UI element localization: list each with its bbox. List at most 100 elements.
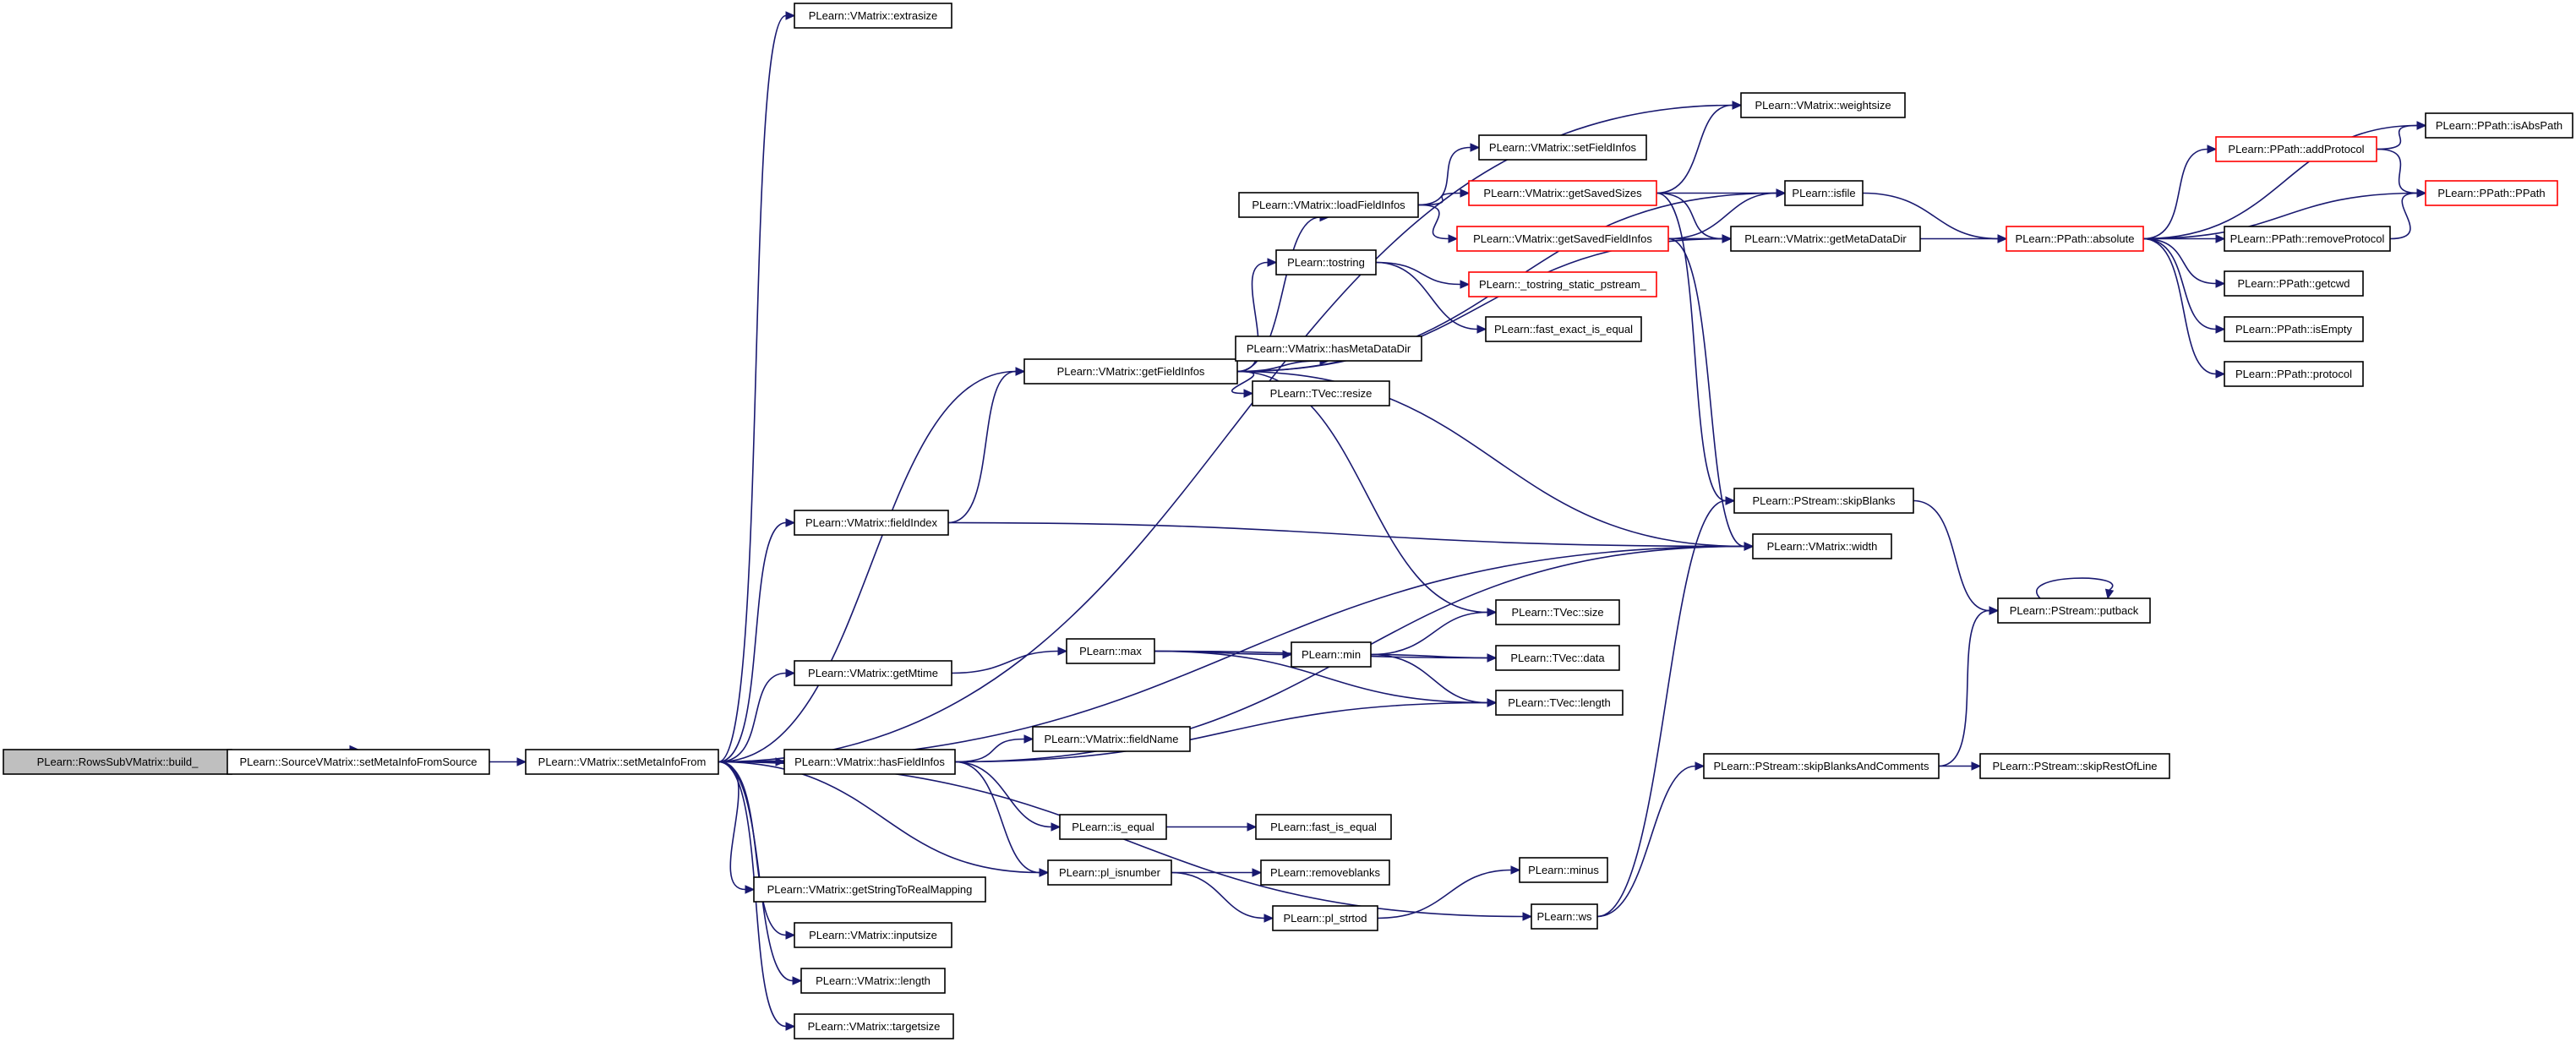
node-box [1485, 316, 1642, 342]
edge-line [2376, 124, 2418, 150]
node-label: PLearn::VMatrix::fieldIndex [805, 516, 938, 529]
node-box [525, 749, 719, 775]
node-absolute[interactable]: PLearn::PPath::absolute [2006, 226, 2144, 252]
node-targetsize[interactable]: PLearn::VMatrix::targetsize [794, 1013, 954, 1039]
node-box [1275, 249, 1377, 276]
edge-arrowhead [1057, 646, 1068, 656]
edge-arrowhead [1252, 868, 1263, 877]
node-removeblanks[interactable]: PLearn::removeblanks [1260, 859, 1390, 886]
edge-get-field-infos-to-tostring [1236, 258, 1278, 373]
node-is-equal[interactable]: PLearn::is_equal [1059, 814, 1167, 840]
edge-arrowhead [775, 757, 786, 766]
edge-arrowhead [1460, 188, 1471, 198]
node-label: PLearn::pl_isnumber [1059, 866, 1161, 879]
node-box [2215, 136, 2377, 162]
node-is-abs-path[interactable]: PLearn::PPath::isAbsPath [2425, 112, 2573, 139]
node-tvec-length[interactable]: PLearn::TVec::length [1495, 690, 1624, 716]
node-has-meta-data-dir[interactable]: PLearn::VMatrix::hasMetaDataDir [1235, 336, 1422, 362]
node-fast-is-equal[interactable]: PLearn::fast_is_equal [1255, 814, 1392, 840]
node-get-meta-data-dir[interactable]: PLearn::VMatrix::getMetaDataDir [1730, 226, 1921, 252]
edge-set-meta-info-from-to-get-mtime [718, 668, 796, 763]
node-ws[interactable]: PLearn::ws [1531, 903, 1598, 930]
node-label: PLearn::TVec::resize [1270, 387, 1373, 400]
node-inputsize[interactable]: PLearn::VMatrix::inputsize [794, 922, 952, 948]
node-set-field-infos[interactable]: PLearn::VMatrix::setFieldInfos [1478, 134, 1647, 161]
edge-absolute-to-remove-protocol [2142, 234, 2226, 243]
edge-line [954, 738, 1025, 763]
node-field-index[interactable]: PLearn::VMatrix::fieldIndex [794, 510, 949, 536]
edge-arrowhead [1023, 734, 1034, 744]
edge-isfile-to-absolute [1862, 192, 2008, 243]
node-minus[interactable]: PLearn::minus [1519, 857, 1608, 883]
edge-arrowhead [1470, 143, 1481, 152]
node-label: PLearn::_tostring_static_pstream_ [1479, 278, 1647, 291]
edge-add-protocol-to-is-abs-path [2376, 121, 2427, 150]
node-has-field-infos[interactable]: PLearn::VMatrix::hasFieldInfos [783, 749, 956, 775]
node-max[interactable]: PLearn::max [1066, 638, 1155, 664]
node-label: PLearn::removeblanks [1270, 866, 1381, 879]
node-label: PLearn::VMatrix::getStringToRealMapping [767, 883, 973, 896]
node-is-empty[interactable]: PLearn::PPath::isEmpty [2224, 316, 2364, 342]
node-label: PLearn::min [1302, 648, 1361, 661]
node-set-meta-info-from-source[interactable]: PLearn::SourceVMatrix::setMetaInfoFromSo… [226, 749, 490, 775]
node-get-saved-sizes[interactable]: PLearn::VMatrix::getSavedSizes [1468, 180, 1657, 206]
node-pl-isnumber[interactable]: PLearn::pl_isnumber [1047, 859, 1172, 886]
edge-line [954, 701, 1488, 763]
node-tvec-size[interactable]: PLearn::TVec::size [1495, 599, 1620, 625]
node-label: PLearn::fast_is_equal [1270, 821, 1377, 833]
node-add-protocol[interactable]: PLearn::PPath::addProtocol [2215, 136, 2377, 162]
edge-arrowhead [1460, 280, 1471, 289]
edge-line [1596, 499, 1727, 918]
node-tostring-static[interactable]: PLearn::_tostring_static_pstream_ [1468, 271, 1657, 297]
node-remove-protocol[interactable]: PLearn::PPath::removeProtocol [2224, 226, 2391, 252]
node-skip-blanks[interactable]: PLearn::PStream::skipBlanks [1733, 488, 1914, 514]
node-set-meta-info-from[interactable]: PLearn::VMatrix::setMetaInfoFrom [525, 749, 719, 775]
edge-arrowhead [1267, 258, 1278, 267]
node-box [1733, 488, 1914, 514]
node-resize[interactable]: PLearn::TVec::resize [1252, 380, 1390, 406]
edge-arrowhead [1732, 101, 1743, 110]
node-putback[interactable]: PLearn::PStream::putback [1997, 597, 2151, 624]
node-get-saved-field-infos[interactable]: PLearn::VMatrix::getSavedFieldInfos [1456, 226, 1669, 252]
edge-pl-isnumber-to-pl-strtod [1171, 871, 1274, 923]
node-box [2224, 226, 2391, 252]
node-label: PLearn::fast_exact_is_equal [1494, 323, 1633, 336]
node-tostring[interactable]: PLearn::tostring [1275, 249, 1377, 276]
node-get-mtime[interactable]: PLearn::VMatrix::getMtime [794, 660, 952, 686]
node-skip-rest-of-line[interactable]: PLearn::PStream::skipRestOfLine [1979, 753, 2170, 779]
node-weightsize[interactable]: PLearn::VMatrix::weightsize [1740, 92, 1906, 118]
node-label: PLearn::TVec::size [1511, 606, 1603, 619]
edge-arrowhead [1487, 653, 1498, 663]
node-min[interactable]: PLearn::min [1291, 641, 1372, 668]
node-tvec-data[interactable]: PLearn::TVec::data [1495, 645, 1620, 671]
edge-line [1377, 869, 1512, 919]
node-fast-exact-is-equal[interactable]: PLearn::fast_exact_is_equal [1485, 316, 1642, 342]
node-load-field-infos[interactable]: PLearn::VMatrix::loadFieldInfos [1238, 192, 1419, 218]
edge-line [1667, 192, 1777, 240]
edge-get-field-infos-to-tvec-size [1236, 370, 1498, 617]
node-label: PLearn::pl_strtod [1283, 912, 1367, 925]
node-label: PLearn::VMatrix::hasFieldInfos [794, 756, 945, 768]
node-length[interactable]: PLearn::VMatrix::length [800, 968, 946, 994]
edge-arrowhead [1487, 608, 1498, 617]
node-width[interactable]: PLearn::VMatrix::width [1752, 533, 1892, 559]
node-getcwd[interactable]: PLearn::PPath::getcwd [2224, 270, 2364, 297]
node-extrasize[interactable]: PLearn::VMatrix::extrasize [794, 3, 952, 29]
node-box [1997, 597, 2151, 624]
node-get-string-to-real-mapping[interactable]: PLearn::VMatrix::getStringToRealMapping [753, 876, 986, 903]
edge-arrowhead [2104, 588, 2115, 600]
node-skip-blanks-and-comments[interactable]: PLearn::PStream::skipBlanksAndComments [1703, 753, 1940, 779]
node-isfile[interactable]: PLearn::isfile [1784, 180, 1864, 206]
edge-arrowhead [1510, 865, 1521, 875]
edge-set-meta-info-from-to-length [718, 761, 803, 985]
node-box [1260, 859, 1390, 886]
edge-line [2142, 237, 2217, 330]
node-protocol[interactable]: PLearn::PPath::protocol [2224, 361, 2364, 387]
node-pl-strtod[interactable]: PLearn::pl_strtod [1272, 905, 1378, 931]
node-box [1468, 180, 1657, 206]
edge-line [1171, 871, 1265, 919]
node-get-field-infos[interactable]: PLearn::VMatrix::getFieldInfos [1023, 358, 1238, 385]
node-build[interactable]: PLearn::RowsSubVMatrix::build_ [3, 749, 232, 775]
node-ppath[interactable]: PLearn::PPath::PPath [2425, 180, 2558, 206]
node-field-name[interactable]: PLearn::VMatrix::fieldName [1032, 726, 1191, 752]
